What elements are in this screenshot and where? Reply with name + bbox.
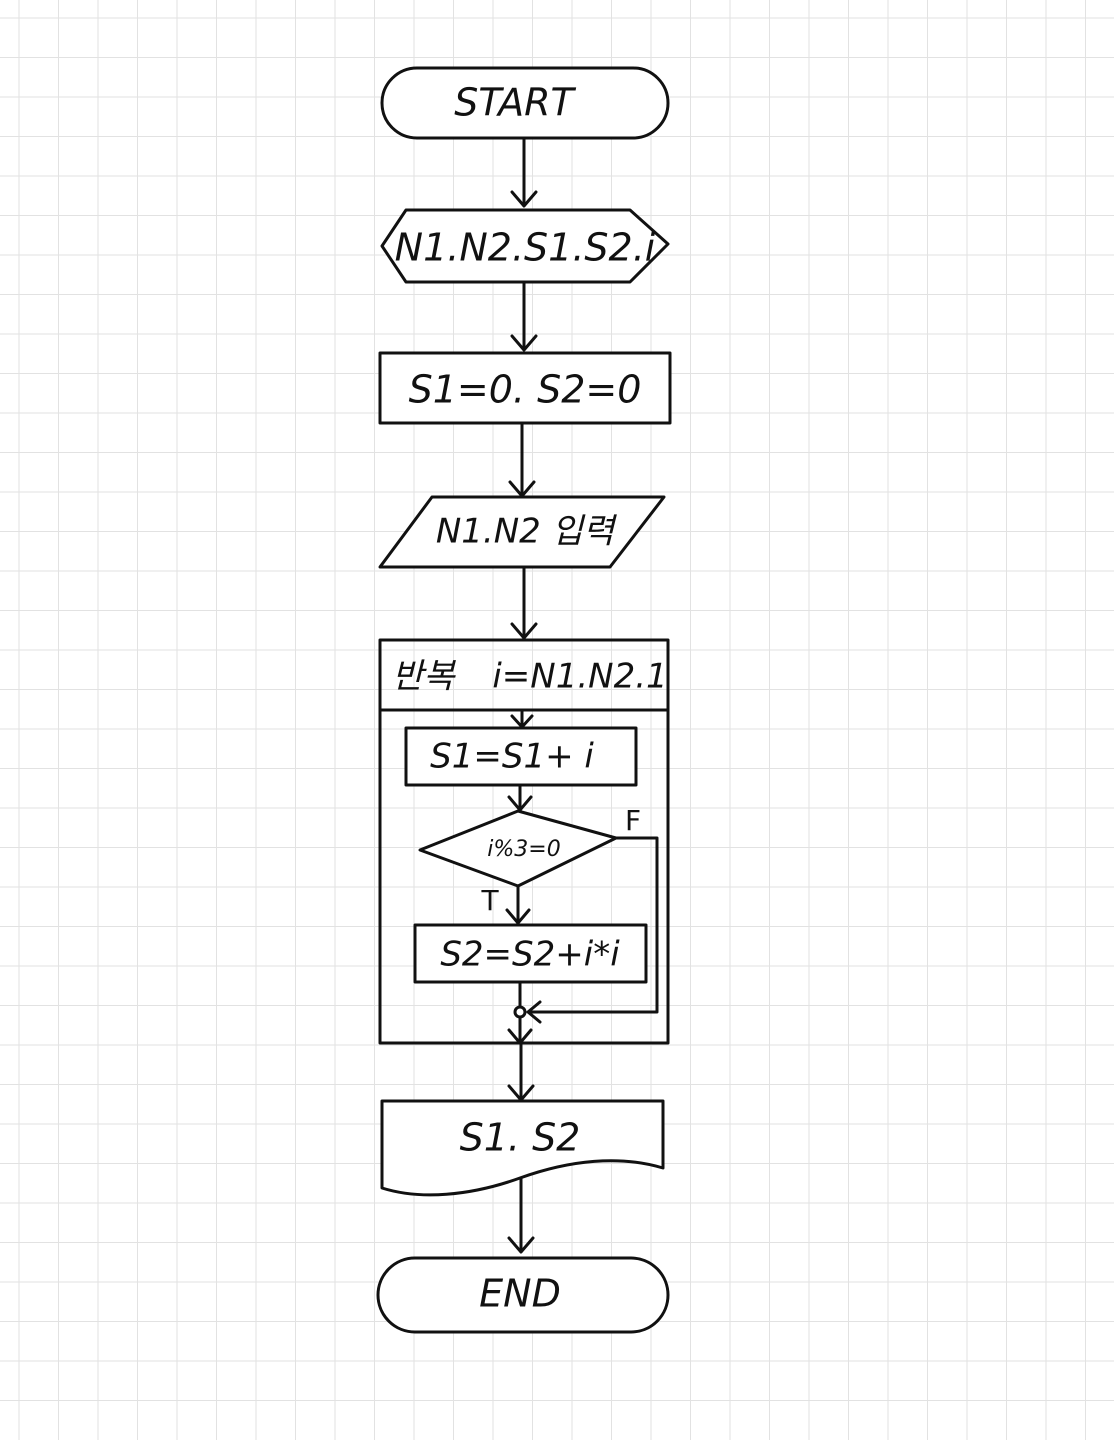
square-sum-shape xyxy=(413,923,648,984)
arrowhead-loop xyxy=(510,622,538,640)
square-sum-label: S2=S2+i*i xyxy=(440,935,620,975)
arrowhead-square-sum xyxy=(505,908,531,925)
end-terminator: END xyxy=(376,1256,670,1334)
output-shape xyxy=(380,1099,665,1197)
end-label: END xyxy=(479,1272,561,1316)
arrowhead-declare xyxy=(510,190,538,208)
init-label: S1=0. S2=0 xyxy=(409,368,642,412)
false-branch-label: F xyxy=(625,804,641,837)
square-sum-process: S2=S2+i*i xyxy=(413,923,648,984)
connector-condition-false xyxy=(528,836,659,1014)
condition-shape xyxy=(418,809,618,888)
declaration-hexagon: N1.N2.S1.S2.i xyxy=(380,208,670,284)
loop-frame xyxy=(378,638,670,1045)
sum-shape xyxy=(404,726,638,787)
arrowhead-end xyxy=(507,1236,535,1254)
arrowhead-merge xyxy=(526,1000,542,1024)
loop-range: i=N1.N2.1 xyxy=(492,657,667,697)
condition-decision: i%3=0 F T xyxy=(418,804,641,917)
condition-label: i%3=0 xyxy=(487,837,560,862)
sum-process: S1=S1+ i xyxy=(404,726,638,787)
declaration-label: N1.N2.S1.S2.i xyxy=(395,226,656,270)
input-shape xyxy=(378,495,666,569)
connectors xyxy=(505,136,659,1254)
end-shape xyxy=(376,1256,670,1334)
input-parallelogram: N1.N2 입력 xyxy=(378,495,666,569)
loop-keyword: 반복 xyxy=(392,657,456,697)
output-document: S1. S2 xyxy=(380,1099,665,1197)
input-label: N1.N2 입력 xyxy=(436,512,618,552)
init-shape xyxy=(378,351,672,425)
arrowhead-init xyxy=(510,334,538,352)
merge-point xyxy=(513,1005,527,1019)
loop-block: 반복 i=N1.N2.1 xyxy=(378,638,670,1045)
sum-label: S1=S1+ i xyxy=(430,737,594,777)
declaration-shape xyxy=(380,208,670,284)
init-process: S1=0. S2=0 xyxy=(378,351,672,425)
output-label: S1. S2 xyxy=(460,1116,581,1160)
start-label: START xyxy=(454,81,576,125)
start-shape xyxy=(380,66,670,140)
start-terminator: START xyxy=(380,66,670,140)
true-branch-label: T xyxy=(480,884,499,917)
